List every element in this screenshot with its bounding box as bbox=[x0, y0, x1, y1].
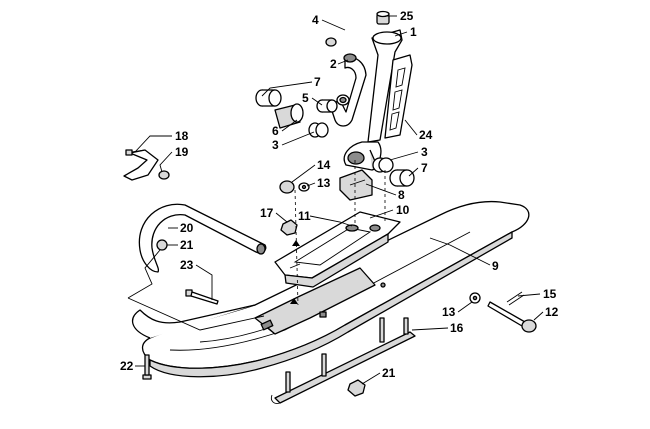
callout-9: 9 bbox=[492, 259, 499, 273]
bolt-23 bbox=[185, 289, 219, 305]
bumper-8 bbox=[339, 169, 373, 201]
callout-17: 17 bbox=[260, 206, 274, 220]
callout-7-upper: 7 bbox=[314, 75, 321, 89]
nut-21-lower bbox=[347, 379, 366, 397]
bolt-22 bbox=[142, 354, 152, 380]
callout-13-upper: 13 bbox=[317, 176, 331, 190]
bushing-7-lower bbox=[389, 169, 415, 187]
callout-21-lower: 21 bbox=[382, 366, 396, 380]
nut-4 bbox=[325, 37, 337, 47]
nut-21-upper bbox=[156, 239, 168, 251]
bushing-7-upper bbox=[255, 89, 282, 107]
callout-2: 2 bbox=[330, 57, 337, 71]
callout-18: 18 bbox=[175, 129, 189, 143]
spindle bbox=[343, 29, 403, 171]
callout-15: 15 bbox=[543, 287, 557, 301]
callout-4: 4 bbox=[312, 13, 319, 27]
callout-13-lower: 13 bbox=[442, 305, 456, 319]
callout-7-lower: 7 bbox=[421, 161, 428, 175]
bracket-18 bbox=[123, 149, 159, 181]
callout-23: 23 bbox=[180, 258, 194, 272]
callout-19: 19 bbox=[175, 145, 189, 159]
spindle-cover bbox=[384, 54, 413, 139]
callout-11: 11 bbox=[298, 209, 311, 223]
callout-1: 1 bbox=[410, 25, 417, 39]
wear-bar bbox=[270, 317, 416, 404]
callout-25: 25 bbox=[400, 9, 414, 23]
nut-17 bbox=[280, 219, 298, 236]
washer-13-lower bbox=[469, 292, 481, 304]
ski-handle bbox=[138, 203, 267, 273]
bushing-5 bbox=[316, 99, 338, 113]
assembly-lines bbox=[294, 160, 386, 306]
nut-19 bbox=[158, 170, 170, 180]
callout-10: 10 bbox=[396, 203, 410, 217]
cotter-pin-15 bbox=[506, 291, 525, 306]
arrow-marker-2 bbox=[290, 298, 298, 304]
ski bbox=[131, 200, 530, 378]
callout-3-lower: 3 bbox=[421, 145, 428, 159]
callout-20: 20 bbox=[180, 221, 194, 235]
callout-8: 8 bbox=[398, 188, 405, 202]
spindle-saddle bbox=[274, 211, 401, 288]
bushing-3-upper bbox=[308, 122, 329, 138]
spacer-6 bbox=[274, 103, 304, 129]
bushing-3-lower bbox=[372, 157, 394, 173]
nut-14 bbox=[279, 180, 295, 194]
callout-12: 12 bbox=[545, 305, 559, 319]
callout-5: 5 bbox=[302, 91, 309, 105]
callout-16: 16 bbox=[450, 321, 464, 335]
callout-22: 22 bbox=[120, 359, 134, 373]
bolt-12 bbox=[487, 301, 537, 333]
leader-lines bbox=[127, 15, 544, 385]
callouts: 25 1 4 2 7 5 6 3 24 18 19 14 13 3 7 8 10… bbox=[120, 9, 559, 380]
callout-21-upper: 21 bbox=[180, 238, 194, 252]
cap-25 bbox=[376, 10, 390, 25]
arrow-marker-1 bbox=[292, 240, 300, 246]
callout-24: 24 bbox=[419, 128, 433, 142]
washer-13-upper bbox=[298, 182, 310, 192]
callout-6: 6 bbox=[272, 124, 279, 138]
callout-14: 14 bbox=[317, 158, 331, 172]
callout-3-upper: 3 bbox=[272, 138, 279, 152]
